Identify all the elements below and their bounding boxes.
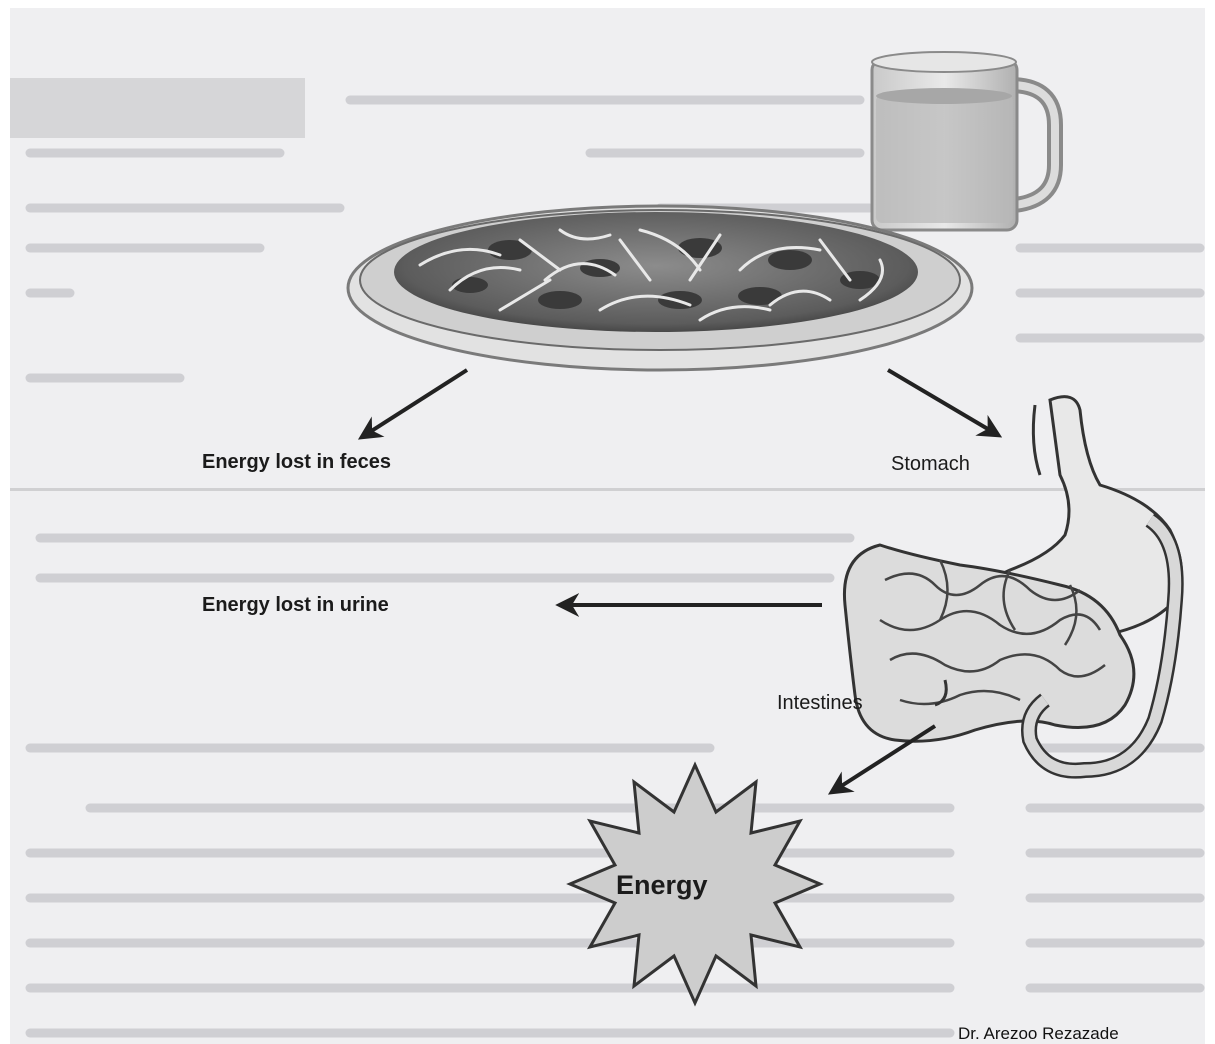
energy-label: Energy (616, 870, 708, 901)
stomach-label: Stomach (891, 453, 970, 476)
pizza-icon (348, 206, 972, 370)
urine-label: Energy lost in urine (202, 594, 389, 617)
mug-icon (872, 52, 1055, 230)
intestines-label: Intestines (777, 692, 863, 715)
author-credit: Dr. Arezoo Rezazade (958, 1024, 1119, 1044)
arrow-to-stomach (888, 370, 998, 435)
arrow-to-feces (362, 370, 467, 437)
feces-label: Energy lost in feces (202, 451, 391, 474)
